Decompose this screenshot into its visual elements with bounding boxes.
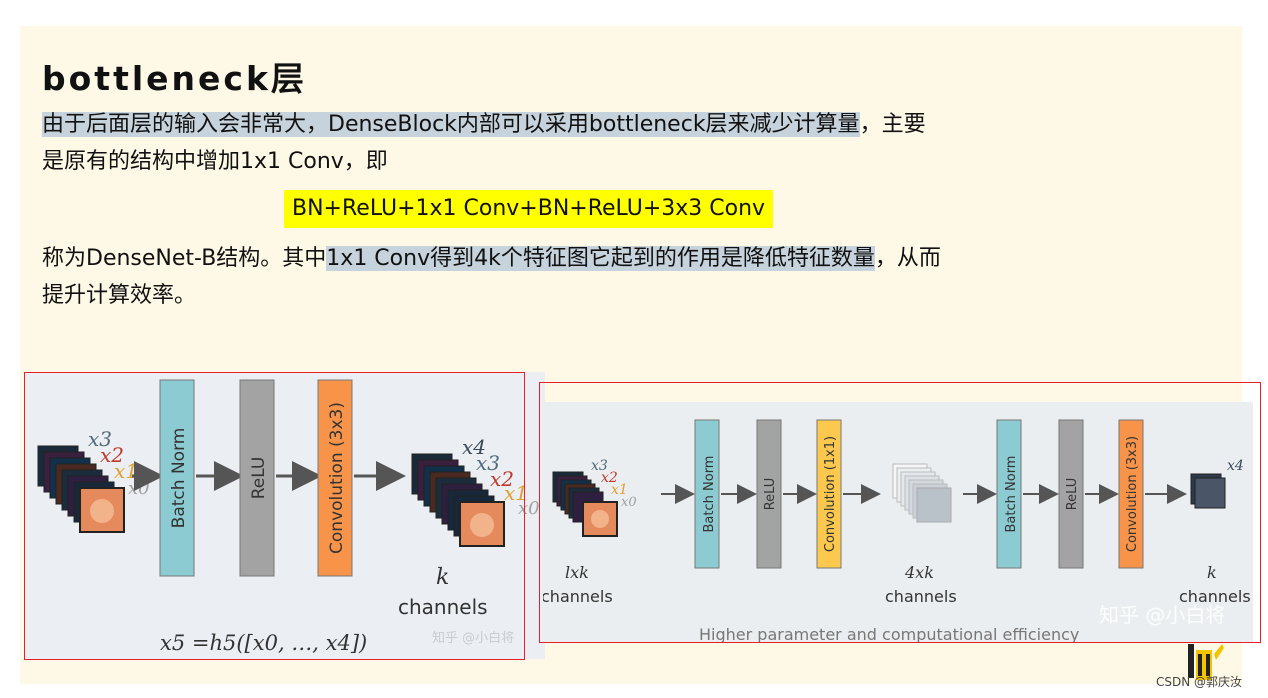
input-feature-stack — [552, 471, 618, 537]
paragraph-text: ，主要 — [859, 112, 926, 137]
relu-label: ReLU — [1065, 478, 1080, 511]
out-k-label: k — [1207, 563, 1217, 582]
paragraph-text: 称为DenseNet-B结构。其中 — [42, 246, 327, 271]
watermark: 知乎 @小白将 — [432, 630, 514, 646]
label-x0: x0 — [128, 478, 150, 499]
dense-layer-svg: x3 x2 x1 x0 Batch Norm ReLU Convolution … — [37, 379, 540, 655]
out-channels-label: channels — [1179, 587, 1251, 606]
dense-b-diagram: x3 x2 x1 x0 lxk channels Batch Norm ReLU… — [541, 402, 1253, 644]
label-x3: x3 — [591, 458, 608, 474]
batch-norm-block — [996, 419, 1022, 569]
cat-face-icon — [591, 510, 609, 528]
formula-highlight: BN+ReLU+1x1 Conv+BN+ReLU+3x3 Conv — [284, 190, 774, 228]
label-x3: x3 — [476, 451, 500, 475]
input-feature-stack — [37, 445, 125, 533]
batch-norm-block — [159, 379, 195, 577]
cat-face-icon — [470, 513, 494, 537]
relu-block — [1058, 419, 1084, 569]
cat-image — [582, 501, 618, 537]
diagram-caption: Higher parameter and computational effic… — [699, 625, 1079, 642]
paragraph-2-line-1: 称为DenseNet-B结构。其中1x1 Conv得到4k个特征图它起到的作用是… — [42, 240, 941, 277]
intermediate-feature-stack — [892, 463, 952, 523]
dense-equation: x5 =h5([x0, …, x4]) — [160, 631, 367, 655]
mid-channels-label: channels — [885, 587, 957, 606]
channels-label: channels — [398, 595, 488, 619]
dense-b-svg: x3 x2 x1 x0 lxk channels Batch Norm ReLU… — [541, 419, 1251, 644]
relu-label: ReLU — [763, 478, 778, 511]
cat-face-icon — [90, 499, 114, 523]
paragraph-text: ，从而 — [874, 246, 941, 271]
conv3x3-label: Convolution (3x3) — [1125, 436, 1140, 552]
label-x3: x3 — [88, 427, 112, 451]
relu-label: ReLU — [249, 457, 269, 500]
csdn-footer: CSDN @郭庆汝 — [1155, 675, 1242, 689]
conv3x3-block — [317, 379, 353, 577]
mascot-icon — [1188, 644, 1224, 680]
k-label: k — [436, 565, 449, 590]
label-x0: x0 — [621, 495, 637, 510]
paragraph-1-line-2: 是原有的结构中增加1x1 Conv，即 — [42, 149, 388, 174]
relu-block — [756, 419, 782, 569]
conv3x3-block — [1118, 419, 1144, 569]
label-x1: x1 — [611, 482, 628, 498]
output-feature-stack — [411, 453, 505, 547]
paragraph-2-line-2: 提升计算效率。 — [42, 283, 197, 308]
label-x2: x2 — [100, 443, 124, 467]
conv1x1-block — [816, 419, 842, 569]
in-channels-label: channels — [543, 587, 613, 606]
watermark: 知乎 @小白将 — [1099, 603, 1225, 627]
batch-norm-label: Batch Norm — [1004, 456, 1019, 533]
mid-k-label: 4xk — [904, 563, 934, 582]
output-feature-map — [1190, 473, 1226, 509]
in-k-label: lxk — [565, 563, 589, 582]
label-x2: x2 — [601, 470, 618, 486]
page-title: bottleneck层 — [42, 59, 307, 98]
paragraph-1-line-1: 由于后面层的输入会非常大，DenseBlock内部可以采用bottleneck层… — [42, 106, 926, 143]
highlighted-text: 由于后面层的输入会非常大，DenseBlock内部可以采用bottleneck层… — [42, 112, 860, 137]
batch-norm-label: Batch Norm — [169, 428, 189, 529]
conv3x3-label: Convolution (3x3) — [327, 402, 347, 554]
batch-norm-block — [694, 419, 720, 569]
highlighted-text: 1x1 Conv得到4k个特征图它起到的作用是降低特征数量 — [326, 246, 875, 271]
conv1x1-label: Convolution (1x1) — [823, 436, 838, 552]
relu-block — [239, 379, 275, 577]
label-x2: x2 — [490, 467, 514, 491]
label-x0: x0 — [518, 498, 540, 519]
dense-layer-diagram: x3 x2 x1 x0 Batch Norm ReLU Convolution … — [24, 372, 545, 659]
batch-norm-label: Batch Norm — [702, 456, 717, 533]
label-x4: x4 — [1227, 458, 1244, 474]
label-x4: x4 — [462, 435, 486, 459]
